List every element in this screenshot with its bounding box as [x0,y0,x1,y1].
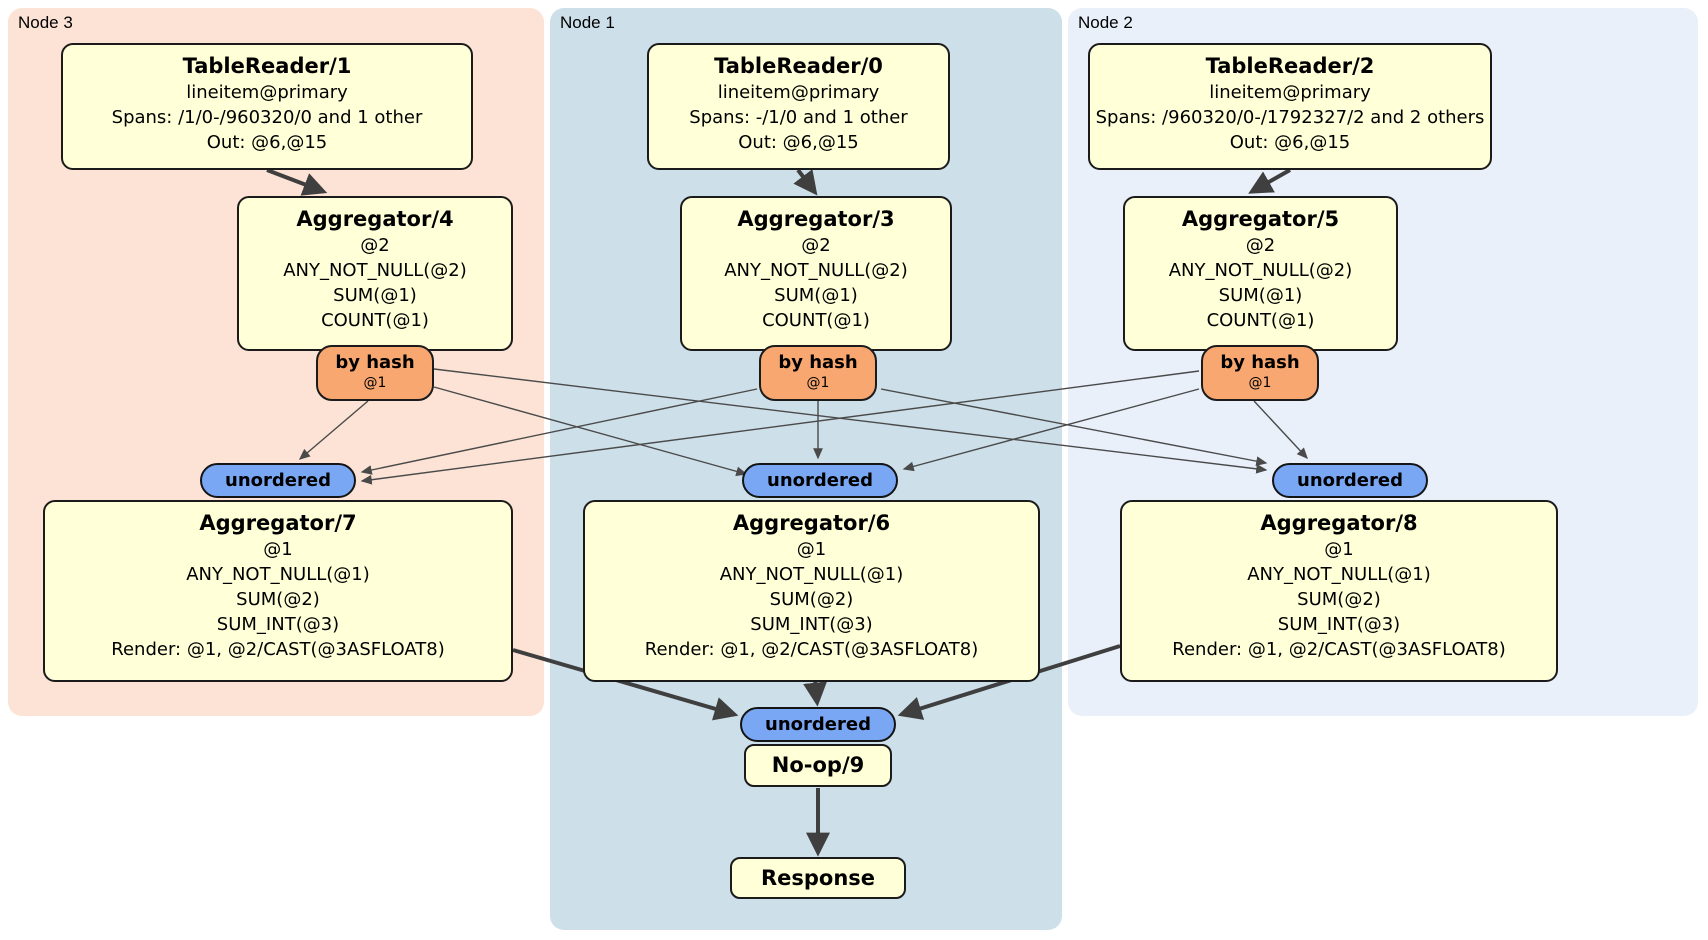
tablereader-1-out: Out: @6,@15 [206,132,328,153]
aggregator-4-line: ANY_NOT_NULL(@2) [283,260,467,281]
aggregator-4-line: SUM(@1) [333,285,417,306]
aggregator-7-line: SUM_INT(@3) [216,614,340,635]
edge-hash2-unordered-left [360,370,1200,485]
edge-aggregator6-unordered-final [803,681,828,707]
tablereader-0-box: TableReader/0 lineitem@primary Spans: -/… [647,43,950,170]
tablereader-2-spans: Spans: /960320/0-/1792327/2 and 2 others [1095,107,1485,128]
aggregator-5-title: Aggregator/5 [1181,207,1340,231]
hash-router-node2-label: by hash [1220,352,1300,373]
aggregator-5-line: COUNT(@1) [1206,310,1315,331]
aggregator-5-line: ANY_NOT_NULL(@2) [1168,260,1353,281]
edge-hash3-unordered-mid [433,386,748,477]
unordered-stream-left: unordered [200,463,356,498]
aggregator-4-box: Aggregator/4 @2 ANY_NOT_NULL(@2) SUM(@1)… [237,196,513,351]
aggregator-8-box: Aggregator/8 @1 ANY_NOT_NULL(@1) SUM(@2)… [1120,500,1558,682]
hash-router-node2-detail: @1 [1248,375,1272,391]
aggregator-6-render: Render: @1, @2/CAST(@3ASFLOAT8) [644,639,979,660]
edge-tablereader2-aggregator5 [1248,168,1291,194]
hash-router-node3-detail: @1 [363,375,387,391]
aggregator-3-line: @2 [801,235,831,256]
aggregator-6-title: Aggregator/6 [732,511,891,535]
tablereader-1-index: lineitem@primary [186,82,348,103]
edge-hash2-unordered-right [1253,400,1308,460]
tablereader-2-out: Out: @6,@15 [1229,132,1351,153]
aggregator-8-line: ANY_NOT_NULL(@1) [1247,564,1431,585]
aggregator-4-line: @2 [360,235,390,256]
aggregator-3-box: Aggregator/3 @2 ANY_NOT_NULL(@2) SUM(@1)… [680,196,952,351]
aggregator-7-box: Aggregator/7 @1 ANY_NOT_NULL(@1) SUM(@2)… [43,500,513,682]
aggregator-7-line: @1 [263,539,293,560]
aggregator-5-line: SUM(@1) [1218,285,1303,306]
edge-hash2-unordered-mid [902,388,1200,472]
unordered-stream-mid: unordered [742,463,898,498]
edge-tablereader0-aggregator3 [793,168,818,196]
hash-router-node3: by hash @1 [316,345,434,401]
hash-router-node2: by hash @1 [1201,345,1319,401]
response-box: Response [730,857,906,899]
aggregator-3-line: SUM(@1) [774,285,858,306]
unordered-stream-right: unordered [1272,463,1428,498]
aggregator-6-box: Aggregator/6 @1 ANY_NOT_NULL(@1) SUM(@2)… [583,500,1040,682]
hash-router-node1: by hash @1 [759,345,877,401]
aggregator-8-line: SUM(@2) [1297,589,1381,610]
edge-tablereader1-aggregator4 [266,168,328,196]
edge-hash3-unordered-left [298,400,369,460]
node-2-label: Node 2 [1078,13,1133,32]
hash-router-node3-label: by hash [335,352,415,373]
tablereader-2-index: lineitem@primary [1209,82,1371,103]
tablereader-0-index: lineitem@primary [717,82,880,103]
unordered-stream-final: unordered [740,707,896,742]
aggregator-6-line: SUM_INT(@3) [750,614,873,635]
aggregator-5-box: Aggregator/5 @2 ANY_NOT_NULL(@2) SUM(@1)… [1123,196,1398,351]
hash-stream-edges [298,368,1308,485]
tablereader-1-title: TableReader/1 [182,54,352,78]
hash-router-node1-detail: @1 [806,375,830,391]
aggregator-8-line: @1 [1324,539,1354,560]
aggregator-6-line: SUM(@2) [769,589,854,610]
aggregator-7-line: SUM(@2) [236,589,320,610]
aggregator-3-title: Aggregator/3 [737,207,895,231]
edge-hash1-unordered-right [880,388,1268,466]
tablereader-0-title: TableReader/0 [714,54,883,78]
aggregator-3-line: COUNT(@1) [762,310,870,331]
aggregator-7-line: ANY_NOT_NULL(@1) [186,564,370,585]
aggregator-6-line: @1 [796,539,827,560]
edge-hash1-unordered-left [360,388,758,475]
tablereader-0-spans: Spans: -/1/0 and 1 other [689,107,908,128]
node-3-label: Node 3 [18,13,73,32]
tablereader-2-box: TableReader/2 lineitem@primary Spans: /9… [1088,43,1492,170]
aggregator-6-line: ANY_NOT_NULL(@1) [719,564,904,585]
aggregator-3-line: ANY_NOT_NULL(@2) [724,260,908,281]
aggregator-8-render: Render: @1, @2/CAST(@3ASFLOAT8) [1172,639,1506,660]
tablereader-1-spans: Spans: /1/0-/960320/0 and 1 other [111,107,423,128]
edge-aggregator7-unordered-final [512,648,739,721]
hash-router-node1-label: by hash [778,352,858,373]
aggregator-8-line: SUM_INT(@3) [1277,614,1401,635]
tablereader-0-out: Out: @6,@15 [738,132,859,153]
aggregator-5-line: @2 [1245,235,1276,256]
aggregator-7-title: Aggregator/7 [199,511,357,535]
edge-hash3-unordered-right [433,368,1268,474]
aggregator-4-line: COUNT(@1) [321,310,429,331]
aggregator-4-title: Aggregator/4 [296,207,454,231]
tablereader-2-title: TableReader/2 [1205,54,1375,78]
noop-9-box: No-op/9 [744,744,892,787]
aggregator-7-render: Render: @1, @2/CAST(@3ASFLOAT8) [111,639,445,660]
aggregator-8-title: Aggregator/8 [1260,511,1418,535]
tablereader-1-box: TableReader/1 lineitem@primary Spans: /1… [61,43,473,170]
node-1-label: Node 1 [560,13,615,32]
